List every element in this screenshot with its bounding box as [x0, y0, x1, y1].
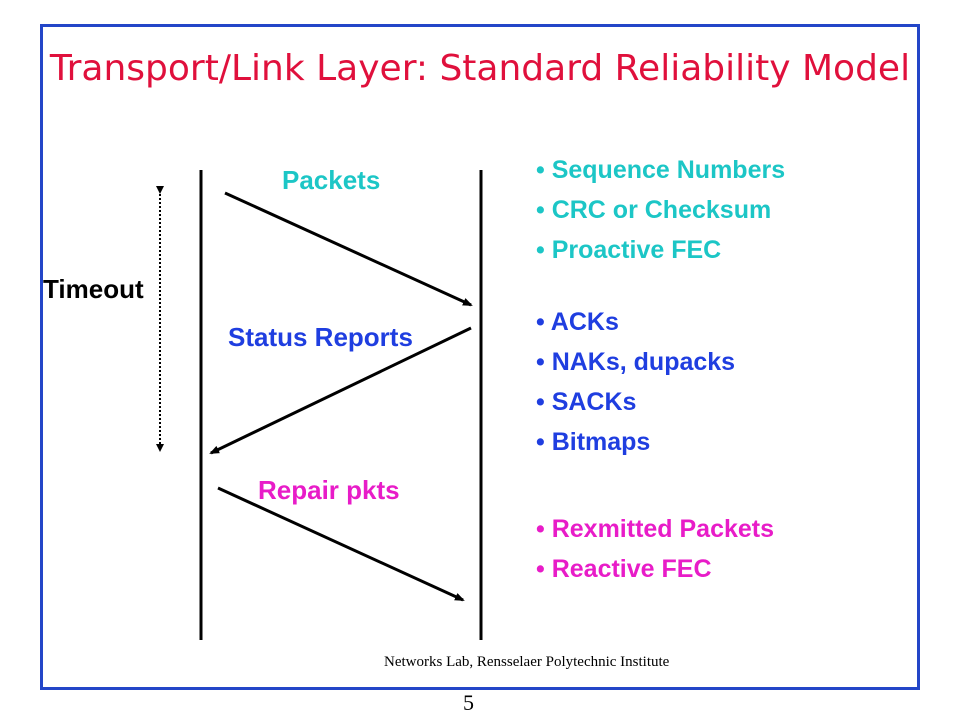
- packet-features-list: Sequence Numbers CRC or Checksum Proacti…: [536, 150, 785, 270]
- repair-features-list: Rexmitted Packets Reactive FEC: [536, 509, 774, 589]
- status-reports-label: Status Reports: [228, 322, 413, 352]
- repair-pkts-label: Repair pkts: [258, 475, 400, 505]
- list-item: Rexmitted Packets: [536, 509, 774, 549]
- list-item: Bitmaps: [536, 422, 735, 462]
- list-item: ACKs: [536, 302, 735, 342]
- list-item: CRC or Checksum: [536, 190, 785, 230]
- slide-frame: [40, 24, 920, 690]
- packets-label: Packets: [282, 165, 381, 195]
- list-item: Sequence Numbers: [536, 150, 785, 190]
- packets-arrow: [224, 191, 473, 307]
- status-features-list: ACKs NAKs, dupacks SACKs Bitmaps: [536, 302, 735, 462]
- slide-title: Transport/Link Layer: Standard Reliabili…: [49, 48, 911, 89]
- slide-footer: Networks Lab, Rensselaer Polytechnic Ins…: [384, 654, 670, 670]
- page-number: 5: [463, 690, 474, 715]
- list-item: Proactive FEC: [536, 230, 785, 270]
- status-reports-arrow: [209, 326, 472, 455]
- list-item: NAKs, dupacks: [536, 342, 735, 382]
- timeout-label: Timeout: [43, 274, 144, 304]
- list-item: Reactive FEC: [536, 549, 774, 589]
- list-item: SACKs: [536, 382, 735, 422]
- repair-pkts-arrow: [217, 486, 465, 602]
